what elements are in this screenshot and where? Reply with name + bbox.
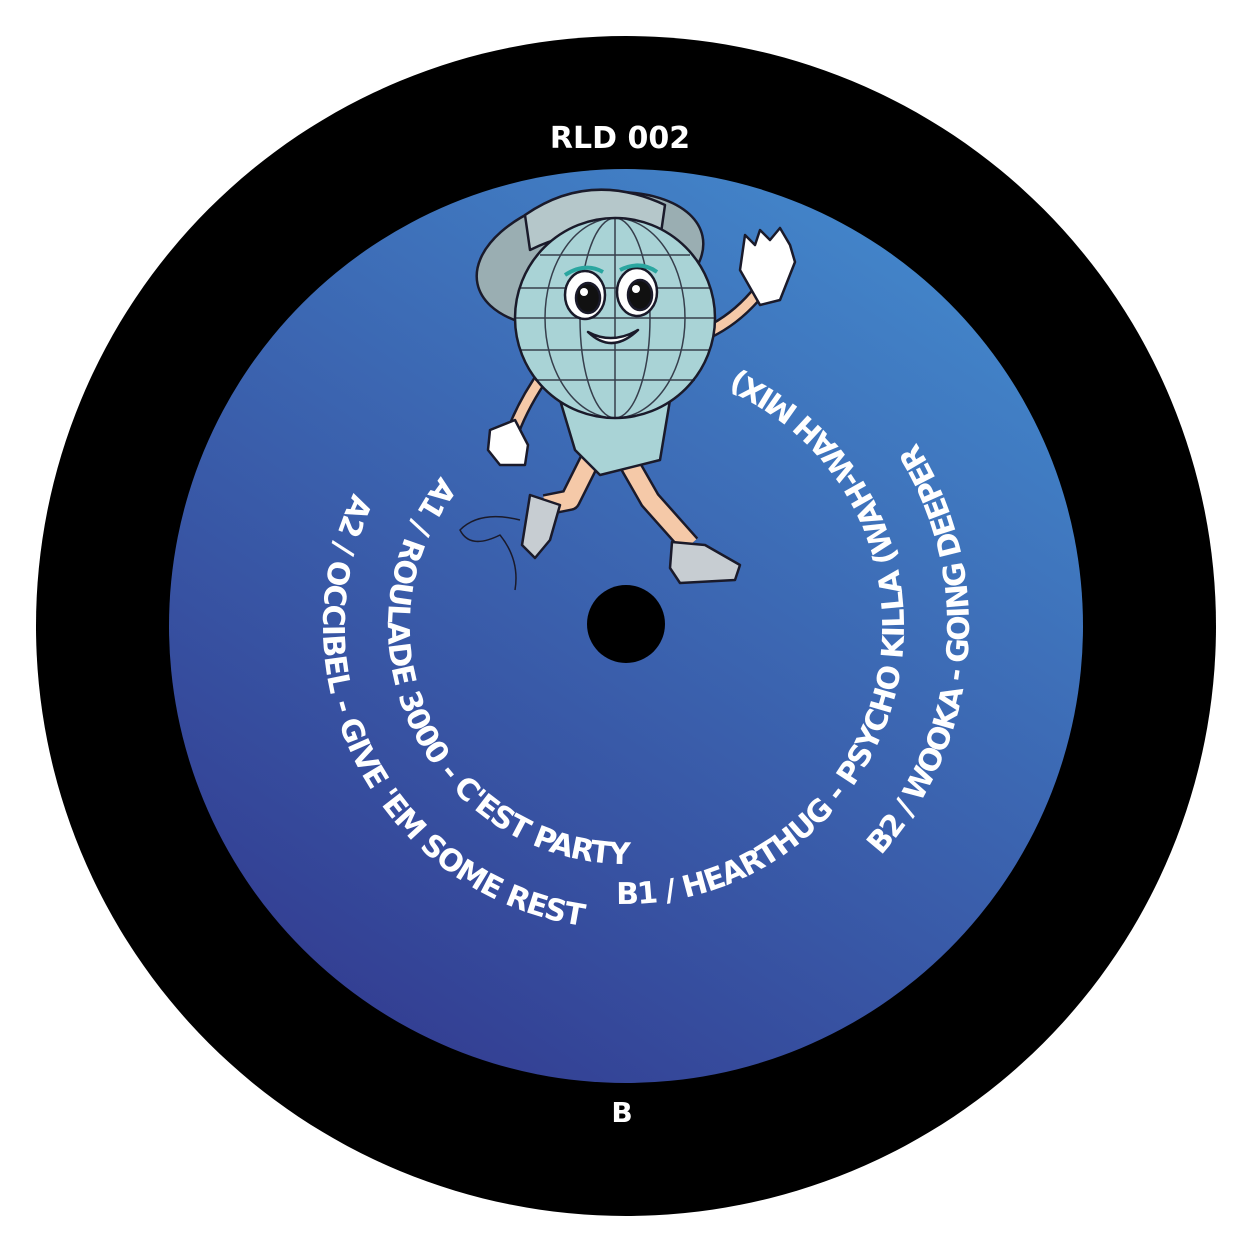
glove-icon — [486, 418, 530, 467]
waving-glove-icon — [738, 226, 797, 307]
left-shoe — [520, 493, 562, 560]
smile — [586, 328, 640, 345]
catalog-number: RLD 002 — [550, 121, 690, 156]
side-letter: B — [611, 1096, 632, 1129]
spindle-hole — [587, 585, 665, 663]
right-shoe — [668, 540, 742, 585]
disco-ball-mascot — [459, 188, 797, 591]
